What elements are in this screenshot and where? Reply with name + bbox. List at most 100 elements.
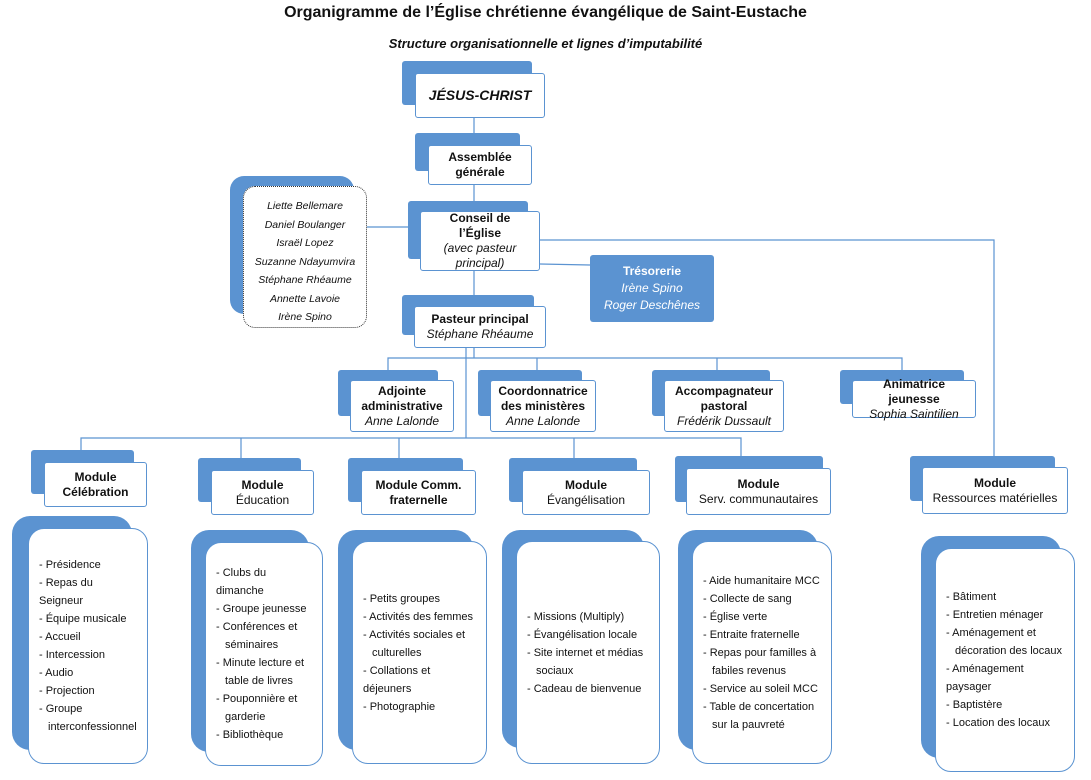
list-item: - Groupe (39, 703, 83, 715)
list-item: - Collations et déjeuners (363, 664, 431, 695)
staff-title: Coordonnatrice (498, 383, 588, 398)
module-card-education: - Clubs du dimanche - Groupe jeunesse - … (205, 542, 323, 766)
list-item: - Minute lecture et (216, 657, 305, 669)
staff-title: Animatrice jeunesse (882, 376, 946, 406)
list-item: - Repas du Seigneur (39, 577, 93, 607)
jesus-label: JÉSUS-CHRIST (428, 87, 532, 103)
list-item: - Intercession (39, 649, 106, 661)
staff-box-adjointe: Adjointe administrative Anne Lalonde (350, 380, 454, 432)
module-line2: Évangélisation (546, 492, 626, 507)
list-item: - Activités des femmes (363, 610, 474, 623)
list-item: - Accueil (39, 631, 81, 643)
conseil-box: Conseil de l’Église (avec pasteur princi… (420, 211, 540, 271)
module-line1: Module (74, 469, 117, 484)
member-name: Suzanne Ndayumvira (254, 255, 356, 268)
list-item: - Missions (Multiply) (527, 610, 625, 623)
list-item: - Conférences et (216, 621, 298, 633)
list-item: - Équipe musicale (39, 613, 127, 625)
pasteur-box: Pasteur principal Stéphane Rhéaume (414, 306, 546, 348)
list-item: - Photographie (363, 700, 436, 713)
list-item: - Aménagement paysager (946, 663, 1024, 693)
module-card-services: - Aide humanitaire MCC - Collecte de san… (692, 541, 832, 764)
module-header-education: Module Éducation (211, 470, 314, 515)
module-header-ressources: Module Ressources matérielles (922, 467, 1068, 514)
list-item: décoration des locaux (955, 645, 1063, 657)
tresorerie-box: Trésorerie Irène Spino Roger Deschênes (590, 255, 714, 322)
module-line2: Serv. communautaires (698, 491, 819, 506)
conseil-line1: Conseil de (449, 211, 511, 225)
module-line2: Éducation (235, 492, 290, 507)
conseil-members-list: Liette Bellemare Daniel Boulanger Israël… (243, 186, 367, 328)
list-item: interconfessionnel (48, 721, 137, 733)
chart-subtitle: Structure organisationnelle et lignes d’… (388, 36, 703, 51)
staff-box-animatrice: Animatrice jeunesse Sophia Saintilien (852, 376, 976, 421)
module-line1: Module Comm. (375, 477, 462, 492)
assemblee-box: Assemblée générale (428, 145, 532, 185)
list-item: garderie (225, 711, 266, 723)
module-card-ressources: - Bâtiment - Entretien ménager - Aménage… (935, 548, 1075, 772)
list-item: - Groupe jeunesse (216, 603, 307, 615)
staff-title: des ministères (500, 398, 586, 413)
list-item: - Pouponnière et (216, 693, 298, 705)
conseil-line2: l’Église (458, 226, 502, 240)
list-item: - Évangélisation locale (527, 628, 638, 641)
member-name: Annette Lavoie (269, 292, 341, 305)
module-card-communion: - Petits groupes - Activités des femmes … (352, 541, 487, 764)
staff-name: Anne Lalonde (364, 413, 440, 428)
list-item: - Audio (39, 667, 74, 679)
pasteur-name: Stéphane Rhéaume (426, 327, 534, 341)
list-item: - Collecte de sang (703, 592, 792, 605)
tresorerie-name: Irène Spino (621, 281, 683, 295)
list-item: - Bibliothèque (216, 729, 284, 741)
list-item: - Projection (39, 685, 95, 697)
conseil-line3: (avec pasteur (443, 241, 517, 255)
module-line1: Module (241, 477, 284, 492)
module-line1: Module (974, 475, 1016, 490)
tresorerie-title: Trésorerie (622, 264, 682, 278)
list-item: - Présidence (39, 559, 101, 571)
member-name: Israël Lopez (276, 237, 334, 249)
list-item: sociaux (536, 664, 574, 677)
list-item: - Entraite fraternelle (703, 628, 800, 641)
list-item: sur la pauvreté (712, 718, 785, 731)
module-header-services: Module Serv. communautaires (686, 468, 831, 515)
module-card-evangelisation: - Missions (Multiply) - Évangélisation l… (516, 541, 660, 764)
member-name: Stéphane Rhéaume (258, 274, 352, 286)
staff-box-accompagnateur: Accompagnateur pastoral Frédérik Dussaul… (664, 380, 784, 432)
list-item: - Clubs du dimanche (216, 567, 267, 597)
staff-name: Anne Lalonde (505, 413, 581, 428)
jesus-box: JÉSUS-CHRIST (415, 73, 545, 118)
staff-name: Frédérik Dussault (676, 413, 772, 428)
assemblee-line2: générale (455, 165, 505, 179)
list-item: - Location des locaux (946, 717, 1050, 729)
member-name: Liette Bellemare (267, 200, 343, 212)
module-line2: Célébration (62, 484, 129, 499)
list-item: - Bâtiment (946, 591, 997, 603)
module-line1: Module (565, 477, 607, 492)
module-line2: fraternelle (389, 492, 448, 507)
member-name: Daniel Boulanger (264, 218, 346, 231)
list-item: - Entretien ménager (946, 609, 1044, 621)
module-header-celebration: Module Célébration (44, 462, 147, 507)
chart-title: Organigramme de l’Église chrétienne évan… (284, 4, 807, 21)
list-item: - Petits groupes (363, 592, 441, 605)
module-header-communion: Module Comm. fraternelle (361, 470, 476, 515)
list-item: culturelles (372, 646, 422, 659)
tresorerie-name: Roger Deschênes (603, 298, 701, 312)
staff-box-coordonnatrice: Coordonnatrice des ministères Anne Lalon… (490, 380, 596, 432)
list-item: - Activités sociales et (363, 628, 466, 641)
list-item: table de livres (225, 675, 293, 687)
list-item: - Site internet et médias (527, 646, 644, 659)
pasteur-title: Pasteur principal (431, 312, 529, 326)
module-line2: Ressources matérielles (932, 490, 1058, 505)
list-item: - Église verte (703, 610, 768, 623)
list-item: - Aide humanitaire MCC (703, 574, 820, 587)
list-item: fabiles revenus (712, 664, 786, 677)
staff-title: Adjointe (378, 383, 426, 398)
staff-title: Accompagnateur (674, 383, 774, 398)
module-header-evangelisation: Module Évangélisation (522, 470, 650, 515)
module-line1: Module (737, 476, 780, 491)
list-item: séminaires (225, 639, 279, 651)
list-item: - Cadeau de bienvenue (527, 682, 642, 695)
staff-title: administrative (361, 398, 443, 413)
